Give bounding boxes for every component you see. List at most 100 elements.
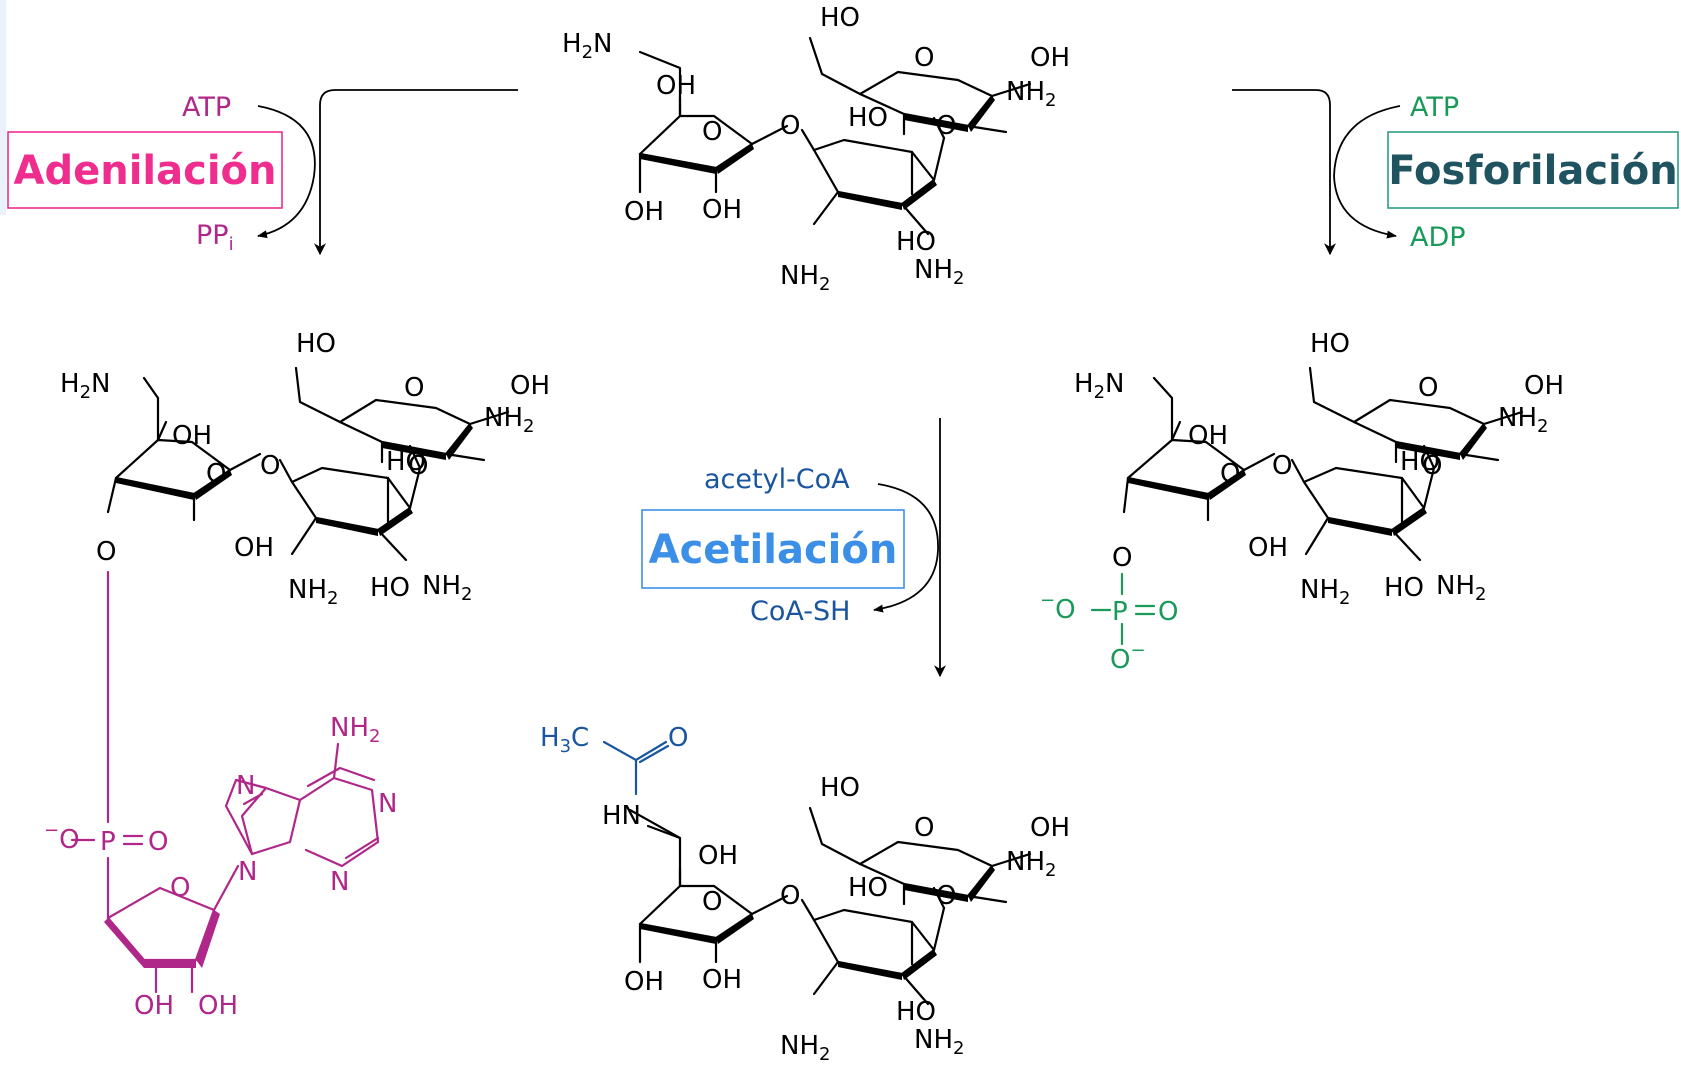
- atom-label: O: [170, 873, 190, 903]
- atom-label: OH: [198, 991, 238, 1021]
- substrate-molecule: H2N OH O OH OH O HO O OH NH2 HO O NH2 HO…: [562, 3, 1070, 295]
- atom-label: −O: [44, 820, 80, 855]
- acetyl-group: H3C O HN: [540, 723, 688, 840]
- atom-label: N: [238, 857, 257, 887]
- label-nh2: NH2: [1006, 847, 1056, 881]
- atom-label: H3C: [540, 723, 589, 757]
- phosphorylated-product: H2N OH O OH O HO O OH NH2 HO O NH2 HO NH…: [1074, 329, 1564, 609]
- atom-label: N: [330, 867, 349, 897]
- atom-label: P: [1112, 597, 1128, 627]
- adenylation-panel: Adenilación ATP PPi: [7, 92, 283, 255]
- label-oh: OH: [1524, 371, 1564, 401]
- label-o-glyco: O: [1272, 451, 1292, 481]
- label-o-glyco: O: [408, 451, 428, 481]
- atom-label: OH: [134, 991, 174, 1021]
- label-o-ring-a: O: [1220, 459, 1240, 489]
- atom-label: HN: [602, 801, 641, 831]
- label-oh: OH: [510, 371, 550, 401]
- atom-label: O: [148, 827, 168, 857]
- label-o-ring-c: O: [914, 43, 934, 73]
- label-nh2: NH2: [914, 255, 964, 289]
- label-nh2: NH2: [422, 571, 472, 605]
- label-o-ring-c: O: [404, 373, 424, 403]
- atom-label: N: [378, 789, 397, 819]
- label-nh2: NH2: [1006, 77, 1056, 111]
- label-nh2: NH2: [780, 261, 830, 295]
- label-ho: HO: [896, 227, 936, 257]
- label-oh: OH: [1030, 813, 1070, 843]
- label-o-ring-a: O: [206, 459, 226, 489]
- label-nh2: NH2: [914, 1025, 964, 1059]
- acetylation-box: [641, 509, 905, 589]
- label-ho: HO: [848, 873, 888, 903]
- label-ho: HO: [896, 997, 936, 1027]
- phosphorylation-arrow: [1232, 89, 1336, 256]
- acetylation-reagent-out: CoA-SH: [750, 596, 850, 627]
- acetylation-panel: Acetilación acetyl-CoA CoA-SH: [641, 464, 905, 627]
- label-oh: OH: [1248, 533, 1288, 563]
- label-oh: OH: [702, 965, 742, 995]
- adenylation-reagent-out: PPi: [196, 220, 234, 255]
- label-nh2: NH2: [1436, 571, 1486, 605]
- adenylate-group: −O P O O OH OH N N N N NH2: [44, 570, 397, 1021]
- label-h2n: H2N: [1074, 369, 1124, 403]
- label-ho: HO: [848, 103, 888, 133]
- phosphorylation-panel: Fosforilación ATP ADP: [1387, 92, 1679, 253]
- label-nh2: NH2: [1300, 575, 1350, 609]
- label-o-link: O: [1112, 543, 1132, 573]
- phosphorylation-reagent-out: ADP: [1410, 222, 1466, 253]
- label-ho: HO: [370, 573, 410, 603]
- edge-strip: [0, 0, 6, 215]
- label-h2n: H2N: [60, 369, 110, 403]
- label-oh: OH: [234, 533, 274, 563]
- label-nh2: NH2: [484, 403, 534, 437]
- label-o-ring-c: O: [914, 813, 934, 843]
- label-oh: OH: [1030, 43, 1070, 73]
- atom-label: O: [668, 723, 688, 753]
- label-oh: OH: [698, 841, 738, 871]
- label-o-ring-a: O: [702, 117, 722, 147]
- label-o-link: O: [96, 537, 116, 567]
- adenylation-arrow: [314, 89, 518, 256]
- label-ho: HO: [296, 329, 336, 359]
- phosphorylation-reagent-in: ATP: [1410, 92, 1459, 123]
- label-nh2: NH2: [1498, 403, 1548, 437]
- label-oh: OH: [624, 197, 664, 227]
- acetylated-product: OH O OH OH O HO O OH NH2 HO O NH2 HO NH2: [624, 773, 1070, 1065]
- label-oh: OH: [1188, 421, 1228, 451]
- phosphorylation-curve: [1333, 105, 1401, 239]
- label-ho: HO: [386, 447, 426, 477]
- label-oh: OH: [172, 421, 212, 451]
- label-o-ring-c: O: [1418, 373, 1438, 403]
- acetylation-curve: [873, 483, 939, 613]
- adenylation-reagent-in: ATP: [182, 92, 231, 123]
- label-o-ring-a: O: [702, 887, 722, 917]
- label-oh: OH: [624, 967, 664, 997]
- atom-label: P: [100, 827, 116, 857]
- label-o-glyco: O: [936, 111, 956, 141]
- adenylated-product: H2N OH O O OH O HO O OH NH2 HO O NH2 HO …: [60, 329, 550, 609]
- label-ho: HO: [1384, 573, 1424, 603]
- label-o-glyco: O: [936, 881, 956, 911]
- label-oh: OH: [702, 195, 742, 225]
- atom-label: N: [236, 771, 255, 801]
- label-o-glyco: O: [1422, 451, 1442, 481]
- label-ho: HO: [820, 3, 860, 33]
- adenylation-box: [7, 131, 283, 209]
- atom-label: O−: [1110, 640, 1146, 675]
- label-o-glyco: O: [780, 111, 800, 141]
- label-h2n: H2N: [562, 29, 612, 63]
- label-ho: HO: [1310, 329, 1350, 359]
- label-nh2: NH2: [780, 1031, 830, 1065]
- atom-label: −O: [1040, 590, 1076, 625]
- acetylation-reagent-in: acetyl-CoA: [704, 464, 850, 495]
- phosphorylation-box: [1387, 131, 1679, 209]
- label-o-glyco: O: [260, 451, 280, 481]
- adenylation-curve: [257, 105, 316, 239]
- atom-label: NH2: [330, 713, 380, 747]
- label-oh: OH: [656, 71, 696, 101]
- acetylation-title: Acetilación: [649, 527, 898, 573]
- label-o-glyco: O: [780, 881, 800, 911]
